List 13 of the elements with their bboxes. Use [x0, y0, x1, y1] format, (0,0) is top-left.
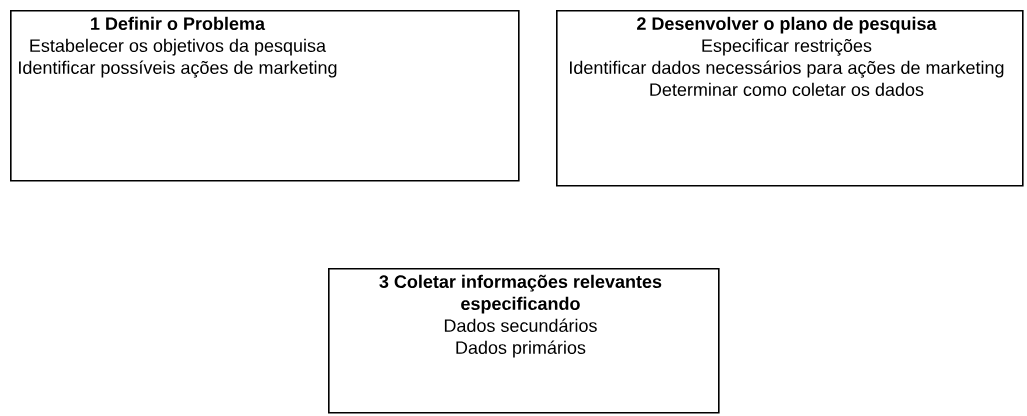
box-text: Determinar como coletar os dados	[650, 82, 924, 96]
process-box	[10, 10, 520, 182]
box-text: Identificar dados necessários para ações de marketing	[570, 60, 1004, 78]
box-heading: 2 Desenvolver o plano de pesquisa	[637, 16, 937, 34]
box-text: Estabelecer os objetivos da pesquisa	[30, 38, 326, 56]
box-heading: 3 Coletar informações relevantes especificando	[379, 274, 662, 314]
box-text: Especificar restrições	[702, 38, 872, 56]
process-box	[556, 10, 1024, 187]
box-text: Dados secundários	[444, 318, 597, 332]
process-box	[328, 268, 720, 414]
box-text: Identificar possíveis ações de marketing	[19, 60, 337, 78]
box-heading: 1 Definir o Problema	[91, 16, 266, 30]
box-text: Dados primários	[456, 340, 586, 358]
